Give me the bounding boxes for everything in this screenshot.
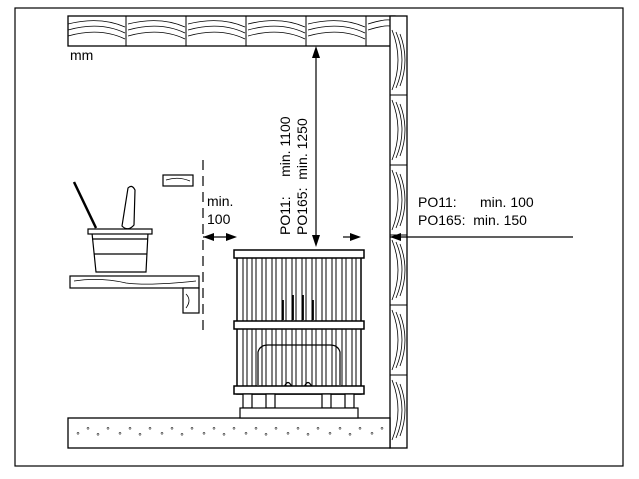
- svg-text:°: °: [348, 432, 352, 441]
- svg-text:°: °: [306, 432, 310, 441]
- svg-text:°: °: [202, 431, 206, 440]
- wall-clearance-dimension: [343, 233, 573, 241]
- svg-text:°: °: [328, 431, 332, 440]
- wall-clearance-label: PO11: min. 100 PO165: min. 150: [418, 194, 534, 228]
- svg-text:°: °: [264, 432, 268, 441]
- svg-text:°: °: [296, 426, 300, 435]
- svg-text:°: °: [180, 432, 184, 441]
- svg-text:PO165: min. 150: PO165: min. 150: [418, 212, 527, 228]
- svg-text:°: °: [190, 426, 194, 435]
- sauna-bench: [69, 174, 200, 314]
- svg-text:°: °: [222, 432, 226, 441]
- svg-text:°: °: [244, 431, 248, 440]
- wall-wood: [389, 15, 408, 449]
- svg-text:°: °: [86, 426, 90, 435]
- svg-text:100: 100: [207, 211, 231, 227]
- svg-text:PO11: min. 1100: PO11: min. 1100: [277, 116, 293, 235]
- ceiling-wood: [67, 15, 396, 47]
- svg-text:°: °: [128, 426, 132, 435]
- concrete-floor: ° ° ° ° ° ° ° ° ° ° ° ° ° ° ° ° ° ° ° ° ° ° ° ° ° ° ° ° ° °: [67, 417, 391, 449]
- svg-text:°: °: [286, 431, 290, 440]
- svg-text:°: °: [148, 426, 152, 435]
- outer-frame: [14, 7, 624, 467]
- bench-clearance-dimension: [202, 160, 237, 335]
- svg-text:PO11: min. 100: PO11: min. 100: [418, 194, 534, 210]
- ceiling-clearance-dimension: [306, 46, 326, 251]
- svg-text:PO165: min. 1250: PO165: min. 1250: [294, 118, 310, 235]
- svg-text:°: °: [370, 431, 374, 440]
- ceiling-clearance-label: PO11: min. 1100 PO165: min. 1250: [277, 116, 310, 235]
- svg-text:°: °: [274, 426, 278, 435]
- svg-text:°: °: [106, 426, 110, 435]
- svg-text:°: °: [96, 432, 100, 441]
- svg-text:°: °: [170, 426, 174, 435]
- water-bucket-icon: [72, 181, 153, 273]
- svg-text:°: °: [338, 426, 342, 435]
- svg-text:°: °: [358, 426, 362, 435]
- svg-text:min.: min.: [207, 193, 233, 209]
- svg-text:°: °: [380, 426, 384, 435]
- svg-text:°: °: [254, 426, 258, 435]
- svg-text:°: °: [138, 432, 142, 441]
- bench-clearance-label: min. 100: [207, 193, 233, 227]
- svg-text:°: °: [316, 426, 320, 435]
- svg-text:°: °: [76, 431, 80, 440]
- svg-text:°: °: [118, 431, 122, 440]
- sauna-heater: [233, 249, 365, 419]
- svg-text:°: °: [160, 431, 164, 440]
- svg-text:°: °: [212, 426, 216, 435]
- svg-text:°: °: [232, 426, 236, 435]
- units-label: mm: [70, 47, 93, 63]
